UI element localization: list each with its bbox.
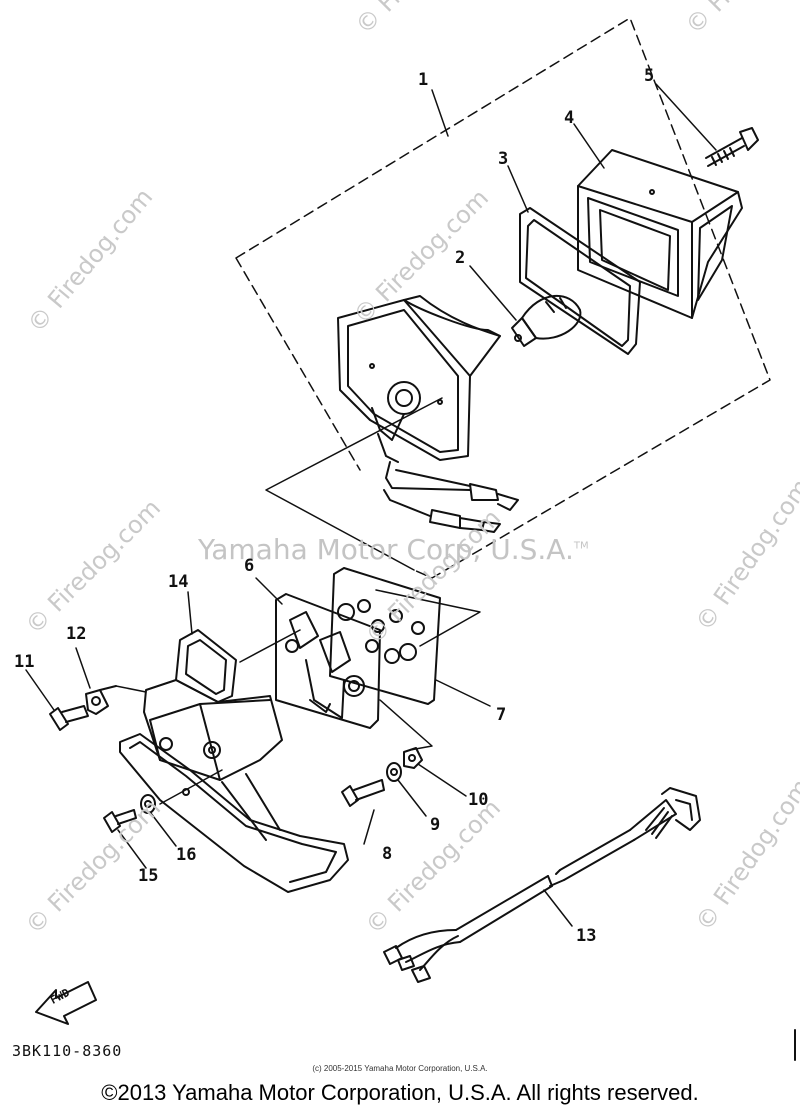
- part-number: 3BK110-8360: [12, 1042, 123, 1060]
- callout-7: 7: [496, 705, 507, 725]
- callout-1: 1: [418, 70, 429, 90]
- bolt-11: [49, 705, 89, 731]
- collar-12: [85, 685, 117, 715]
- lens-gasket: [519, 207, 641, 355]
- wire-harness: [383, 787, 701, 983]
- callout-leaders: [25, 83, 717, 927]
- tail-lens: [577, 149, 743, 319]
- callout-15: 15: [138, 866, 159, 886]
- callout-2: 2: [455, 248, 466, 268]
- bolt-8: [341, 779, 385, 807]
- callout-3: 3: [498, 149, 509, 169]
- lens-screw: [705, 127, 759, 167]
- fender-bracket: [119, 629, 349, 893]
- callout-12: 12: [66, 624, 87, 644]
- copyright-main: ©2013 Yamaha Motor Corporation, U.S.A. A…: [101, 1080, 699, 1105]
- bulb: [511, 295, 582, 347]
- washer-9: [386, 762, 402, 782]
- callout-11: 11: [14, 652, 35, 672]
- lamp-base: [337, 295, 501, 463]
- lamp-wires: [383, 461, 519, 533]
- callout-8: 8: [382, 844, 393, 864]
- assembly-lines: [115, 397, 481, 805]
- assembly-boundary: [235, 17, 771, 579]
- trademark-mark: TM: [573, 540, 589, 552]
- copyright-small: (c) 2005-2015 Yamaha Motor Corporation, …: [312, 1064, 488, 1073]
- callout-6: 6: [244, 556, 255, 576]
- mount-bracket: [275, 593, 381, 729]
- callout-5: 5: [644, 66, 655, 86]
- callout-16: 16: [176, 845, 197, 865]
- callout-13: 13: [576, 926, 597, 946]
- bolt-15: [103, 809, 137, 833]
- callout-14: 14: [168, 572, 189, 592]
- callout-9: 9: [430, 815, 441, 835]
- callout-10: 10: [468, 790, 489, 810]
- yamaha-watermark: Yamaha Motor Corp, U.S.A.TM: [198, 533, 589, 566]
- washer-16: [140, 794, 156, 814]
- callout-4: 4: [564, 108, 575, 128]
- fwd-arrow-icon: [35, 981, 97, 1025]
